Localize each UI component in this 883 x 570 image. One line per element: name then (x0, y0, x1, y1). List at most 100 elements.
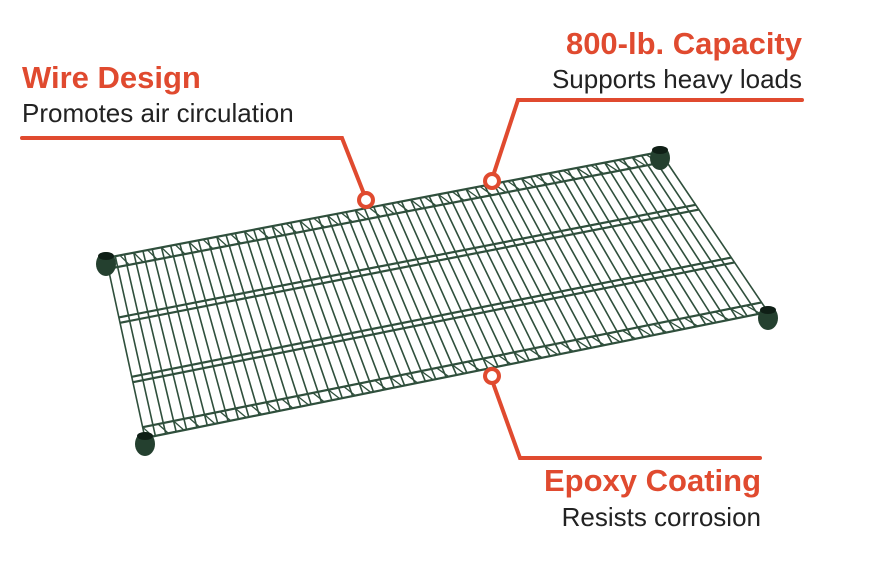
cross-wire (123, 254, 167, 434)
cross-wire (234, 233, 292, 409)
truss-wire (637, 326, 652, 337)
epoxy-coating-title: Epoxy Coating (543, 463, 761, 498)
cross-wire (493, 183, 582, 351)
cross-wire (520, 178, 613, 344)
truss-wire (204, 414, 216, 425)
cross-wire (225, 234, 281, 411)
truss-wire (451, 191, 465, 201)
cross-wire (409, 199, 489, 370)
cross-wire (511, 179, 603, 346)
truss-wire (327, 215, 339, 226)
cross-wire (465, 188, 551, 357)
wire-callout-line (20, 136, 368, 201)
capacity-title: 800-lb. Capacity (565, 26, 802, 61)
truss-wire (374, 379, 387, 390)
truss-wire (498, 354, 512, 365)
truss-wire (235, 407, 247, 419)
truss-wire (482, 358, 496, 368)
truss-wire (576, 167, 591, 177)
cross-wire (502, 181, 593, 349)
corner-post-hole (652, 146, 668, 154)
cross-wire (419, 197, 499, 367)
coating-callout-line (491, 381, 762, 460)
truss-wire (683, 317, 699, 327)
cross-wire (483, 185, 572, 353)
cross-wire (400, 201, 478, 372)
truss-wire (250, 404, 263, 415)
cross-wire (354, 209, 427, 382)
capacity-callout-dot (483, 172, 501, 190)
truss-wire (479, 185, 493, 196)
truss-wire (285, 223, 298, 234)
truss-wire (424, 196, 437, 207)
truss-wire (312, 392, 325, 403)
cross-wire (188, 241, 240, 420)
cross-wire (585, 165, 686, 330)
cross-wire (446, 192, 530, 361)
truss-wire (544, 345, 559, 356)
truss-wire (513, 351, 527, 362)
cross-wire (382, 204, 458, 376)
truss-wire (354, 209, 367, 220)
cross-wire (151, 248, 198, 428)
wire-design-title: Wire Design (22, 60, 201, 95)
truss-wire (507, 180, 521, 191)
cross-wire (252, 229, 312, 405)
cross-wire (280, 224, 344, 399)
corner-post-hole (760, 306, 776, 314)
cross-wire (308, 218, 375, 393)
truss-wire (174, 244, 186, 255)
truss-wire (133, 252, 144, 263)
cross-wire (363, 208, 437, 380)
cross-wire (428, 195, 510, 365)
cross-wire (539, 174, 634, 340)
cross-wire (160, 247, 209, 426)
truss-wire (562, 170, 577, 180)
cross-wire (391, 202, 468, 374)
truss-wire (257, 228, 270, 239)
truss-wire (534, 175, 549, 185)
cross-wire (456, 190, 541, 359)
cross-wire (548, 172, 645, 338)
truss-wire (621, 329, 636, 340)
truss-wire (382, 204, 395, 215)
cross-wire (603, 162, 707, 326)
truss-wire (652, 323, 668, 334)
truss-wire (188, 241, 200, 252)
truss-wire (521, 177, 535, 188)
truss-wire (745, 304, 761, 315)
cross-wire (299, 220, 364, 395)
cross-wire (373, 206, 447, 378)
cross-wire (169, 245, 219, 424)
rail-wire (118, 203, 696, 319)
truss-wire (368, 207, 381, 218)
cross-wire (326, 215, 395, 388)
cross-wire (437, 194, 520, 363)
truss-wire (590, 336, 605, 346)
cross-wire (530, 176, 624, 342)
cross-wire (659, 151, 769, 313)
truss-wire (668, 320, 683, 330)
truss-wire (327, 389, 341, 400)
truss-wire (618, 159, 632, 169)
truss-wire (548, 172, 563, 183)
truss-wire (436, 367, 450, 378)
truss-wire (575, 339, 590, 349)
cross-wire (262, 227, 323, 403)
truss-wire (410, 199, 423, 210)
cross-wire (289, 222, 354, 397)
truss-wire (216, 236, 228, 247)
truss-wire (343, 386, 356, 396)
rail-wire (119, 208, 700, 324)
truss-wire (699, 314, 714, 324)
truss-wire (631, 156, 646, 167)
cross-wire (105, 257, 146, 439)
cross-wire (317, 217, 385, 390)
corner-post-hole (137, 432, 153, 440)
cross-wire (345, 211, 416, 384)
capacity-callout-line (490, 98, 804, 181)
truss-wire (202, 238, 214, 250)
cross-wire (114, 256, 157, 437)
